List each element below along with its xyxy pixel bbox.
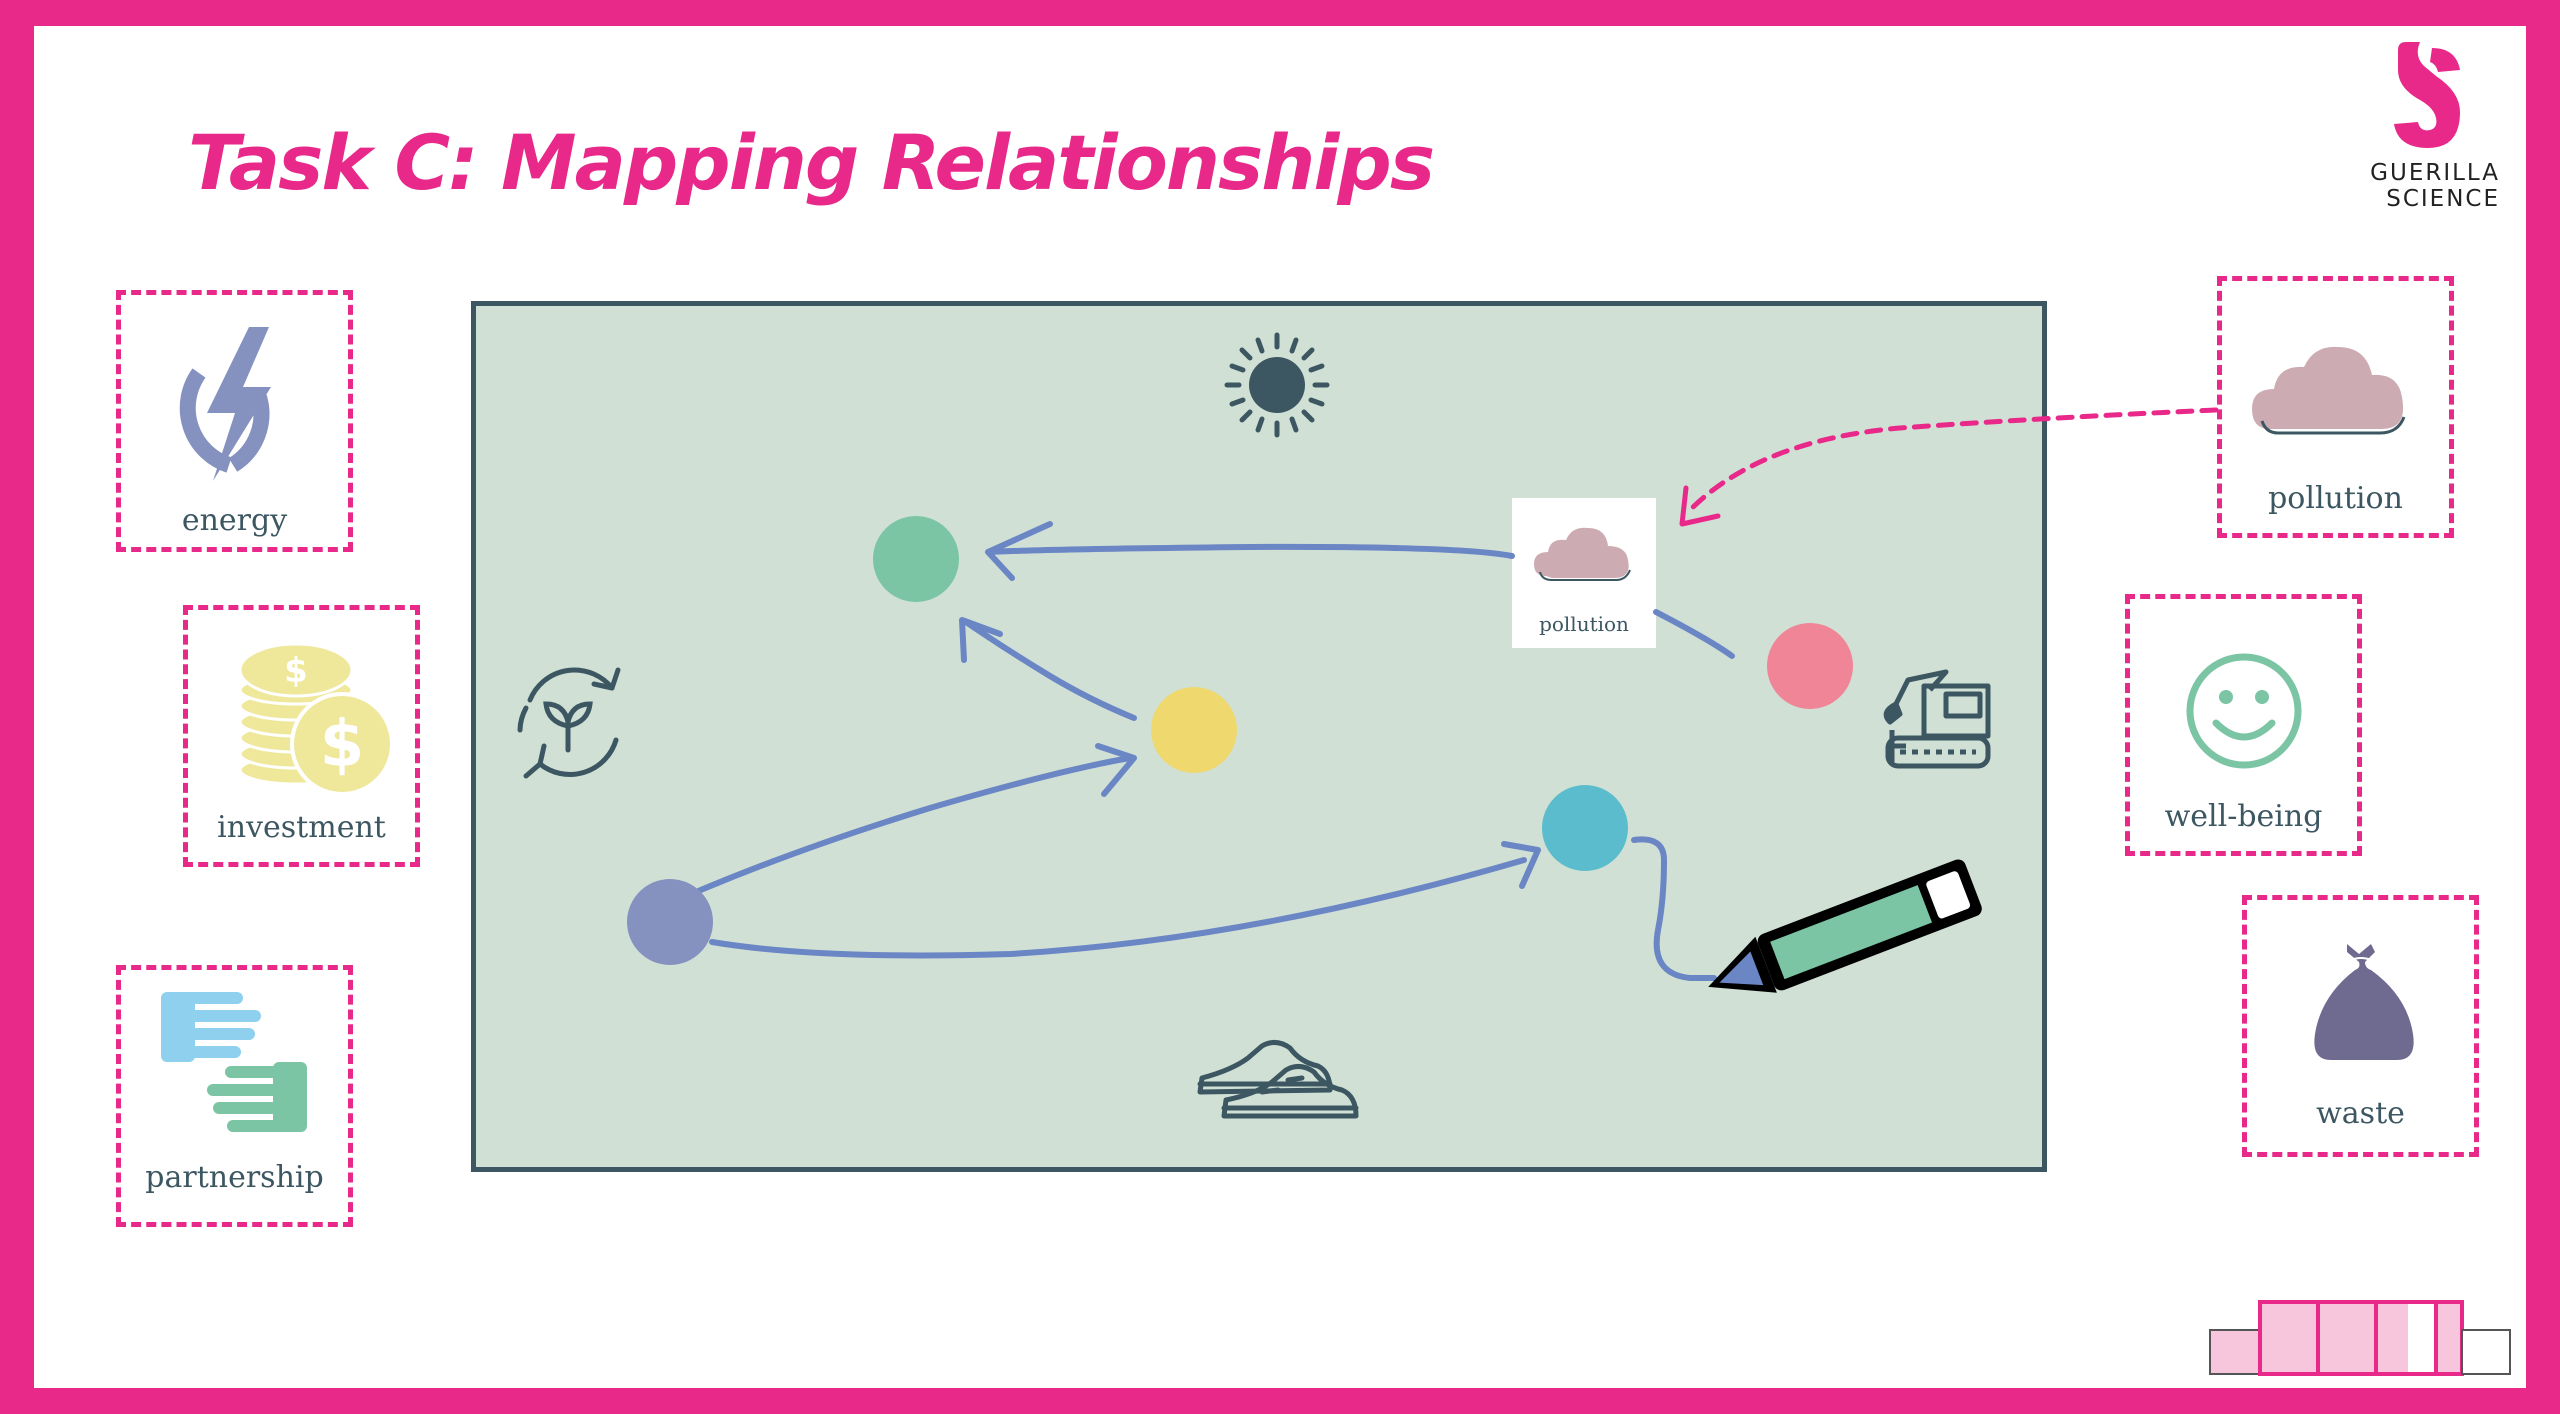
svg-text:$: $ [320, 708, 365, 782]
marker-icon[interactable] [1697, 857, 1984, 1015]
lightning-icon [179, 327, 271, 481]
coins-icon: $ $ [238, 642, 394, 796]
arrow-head [1095, 743, 1137, 797]
card-investment[interactable]: $ $ investment [183, 605, 420, 867]
excavator-icon [1883, 669, 1991, 769]
card-energy[interactable]: energy [116, 290, 353, 552]
svg-text:$: $ [284, 651, 308, 691]
connection-arrow [963, 619, 1137, 721]
cloud-icon [2252, 346, 2406, 435]
arrow-head [959, 617, 1003, 663]
card-label-pollution: pollution [2268, 481, 2403, 516]
relationship-board[interactable] [471, 301, 2047, 1172]
logo-text: GUERILLA SCIENCE [2340, 160, 2500, 212]
trash-bag-icon [2314, 944, 2414, 1060]
node-green[interactable] [873, 516, 959, 602]
connection-arrow [709, 857, 1527, 959]
arrow-head [1501, 841, 1541, 889]
card-wellbeing[interactable]: well-being [2125, 594, 2362, 856]
logo-line-1: GUERILLA [2370, 160, 2500, 186]
connection-arrow [1653, 609, 1735, 659]
node-pink[interactable] [1767, 623, 1853, 709]
sneakers-icon [1197, 1040, 1359, 1119]
node-yellow[interactable] [1151, 687, 1237, 773]
sun-icon [1224, 332, 1330, 438]
card-label-energy: energy [181, 503, 288, 538]
card-partnership[interactable]: partnership [116, 965, 353, 1227]
recycle-plant-icon [517, 667, 621, 779]
smiley-icon [2186, 653, 2302, 769]
card-label-waste: waste [2316, 1096, 2405, 1131]
card-label-partnership: partnership [145, 1160, 324, 1195]
guerilla-science-logo-icon [2394, 42, 2460, 148]
card-label-wellbeing: well-being [2164, 799, 2323, 834]
handshake-icon [161, 992, 307, 1132]
arrow-head [1679, 485, 1721, 527]
arrow-head [985, 521, 1053, 581]
logo-line-2: SCIENCE [2386, 186, 2500, 212]
board-card-pollution[interactable]: pollution [1512, 498, 1656, 648]
progress-strip [2209, 1300, 2511, 1376]
node-teal[interactable] [1542, 785, 1628, 871]
page-title: Task C: Mapping Relationships [188, 118, 1435, 207]
board-card-label: pollution [1539, 612, 1629, 636]
card-pollution[interactable]: pollution [2217, 276, 2454, 538]
connection-arrow [693, 755, 1133, 895]
marker-stroke [1631, 836, 1717, 981]
connection-arrow [987, 543, 1515, 559]
card-waste[interactable]: waste [2242, 895, 2479, 1157]
card-label-investment: investment [217, 810, 386, 845]
node-purple[interactable] [627, 879, 713, 965]
cloud-icon [1534, 527, 1631, 581]
dashed-connector-arrow [1687, 407, 2219, 513]
